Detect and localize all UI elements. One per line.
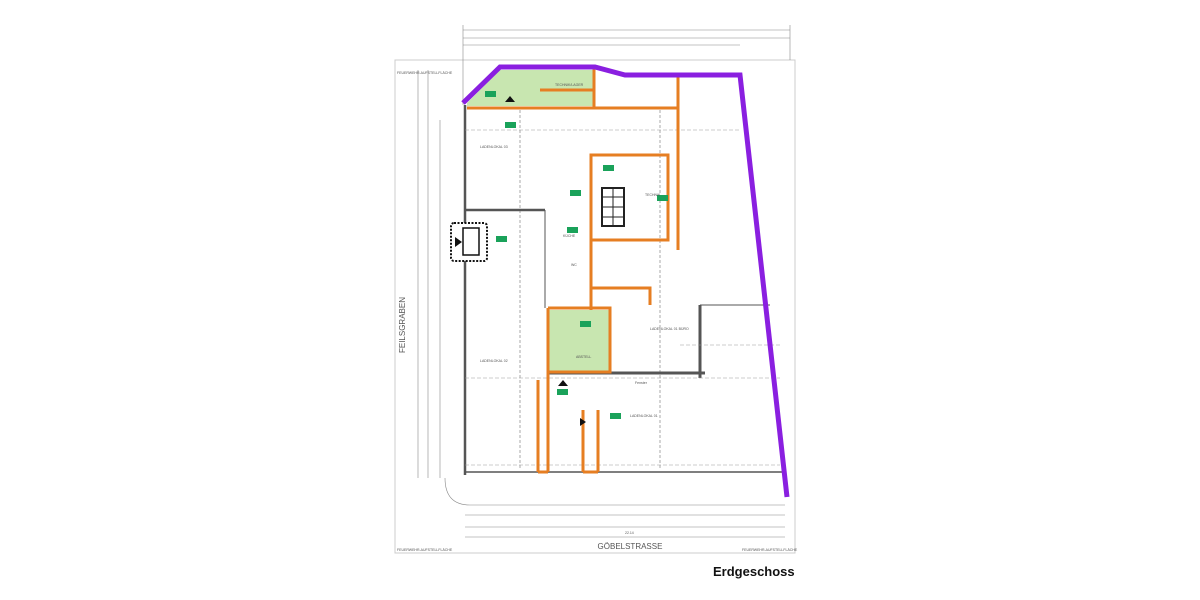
room-label: LADENLOKAL 01 [630,414,658,418]
window-note: Fenster [635,381,648,385]
room-label: TECHNIK/LAGER [555,83,584,87]
dimension-lines-bottom [444,477,785,538]
plan-frame [394,59,796,554]
room-label: ABSTELL [576,355,591,359]
walls [463,105,785,475]
stair-zone-center [549,310,609,372]
room-label: TECHNIK [645,193,661,197]
north-arrow-icon [505,96,586,426]
fire-area-label-top: FEUERWEHR-AUFSTELLFLÄCHE [397,71,453,75]
stair-treads [602,188,624,226]
room-label: LADENLOKAL 01 BÜRO [650,327,689,331]
exit-sign-icons [485,91,668,419]
stair-zone-top [467,70,593,106]
dimension-lines-left [417,70,441,478]
property-line [461,64,790,498]
street-label-left: FEILSGRABEN [398,297,407,353]
fire-walls [467,68,680,474]
street-label-bottom: GÖBELSTRASSE [598,542,663,551]
fire-area-label-left: FEUERWEHR-AUFSTELLFLÄCHE [397,548,453,552]
dimension-total: 22.14 [625,531,634,535]
room-label: WC [571,263,577,267]
floor-caption: Erdgeschoss [713,564,795,579]
room-label: LADENLOKAL 02 [480,359,508,363]
grid-lines [465,129,780,466]
elevator-icon [450,222,488,262]
room-label: KÜCHE [563,234,576,238]
fire-area-label-right: FEUERWEHR-AUFSTELLFLÄCHE [742,548,798,552]
room-label: LADENLOKAL 03 [480,145,508,149]
dimension-lines-top [462,25,791,105]
